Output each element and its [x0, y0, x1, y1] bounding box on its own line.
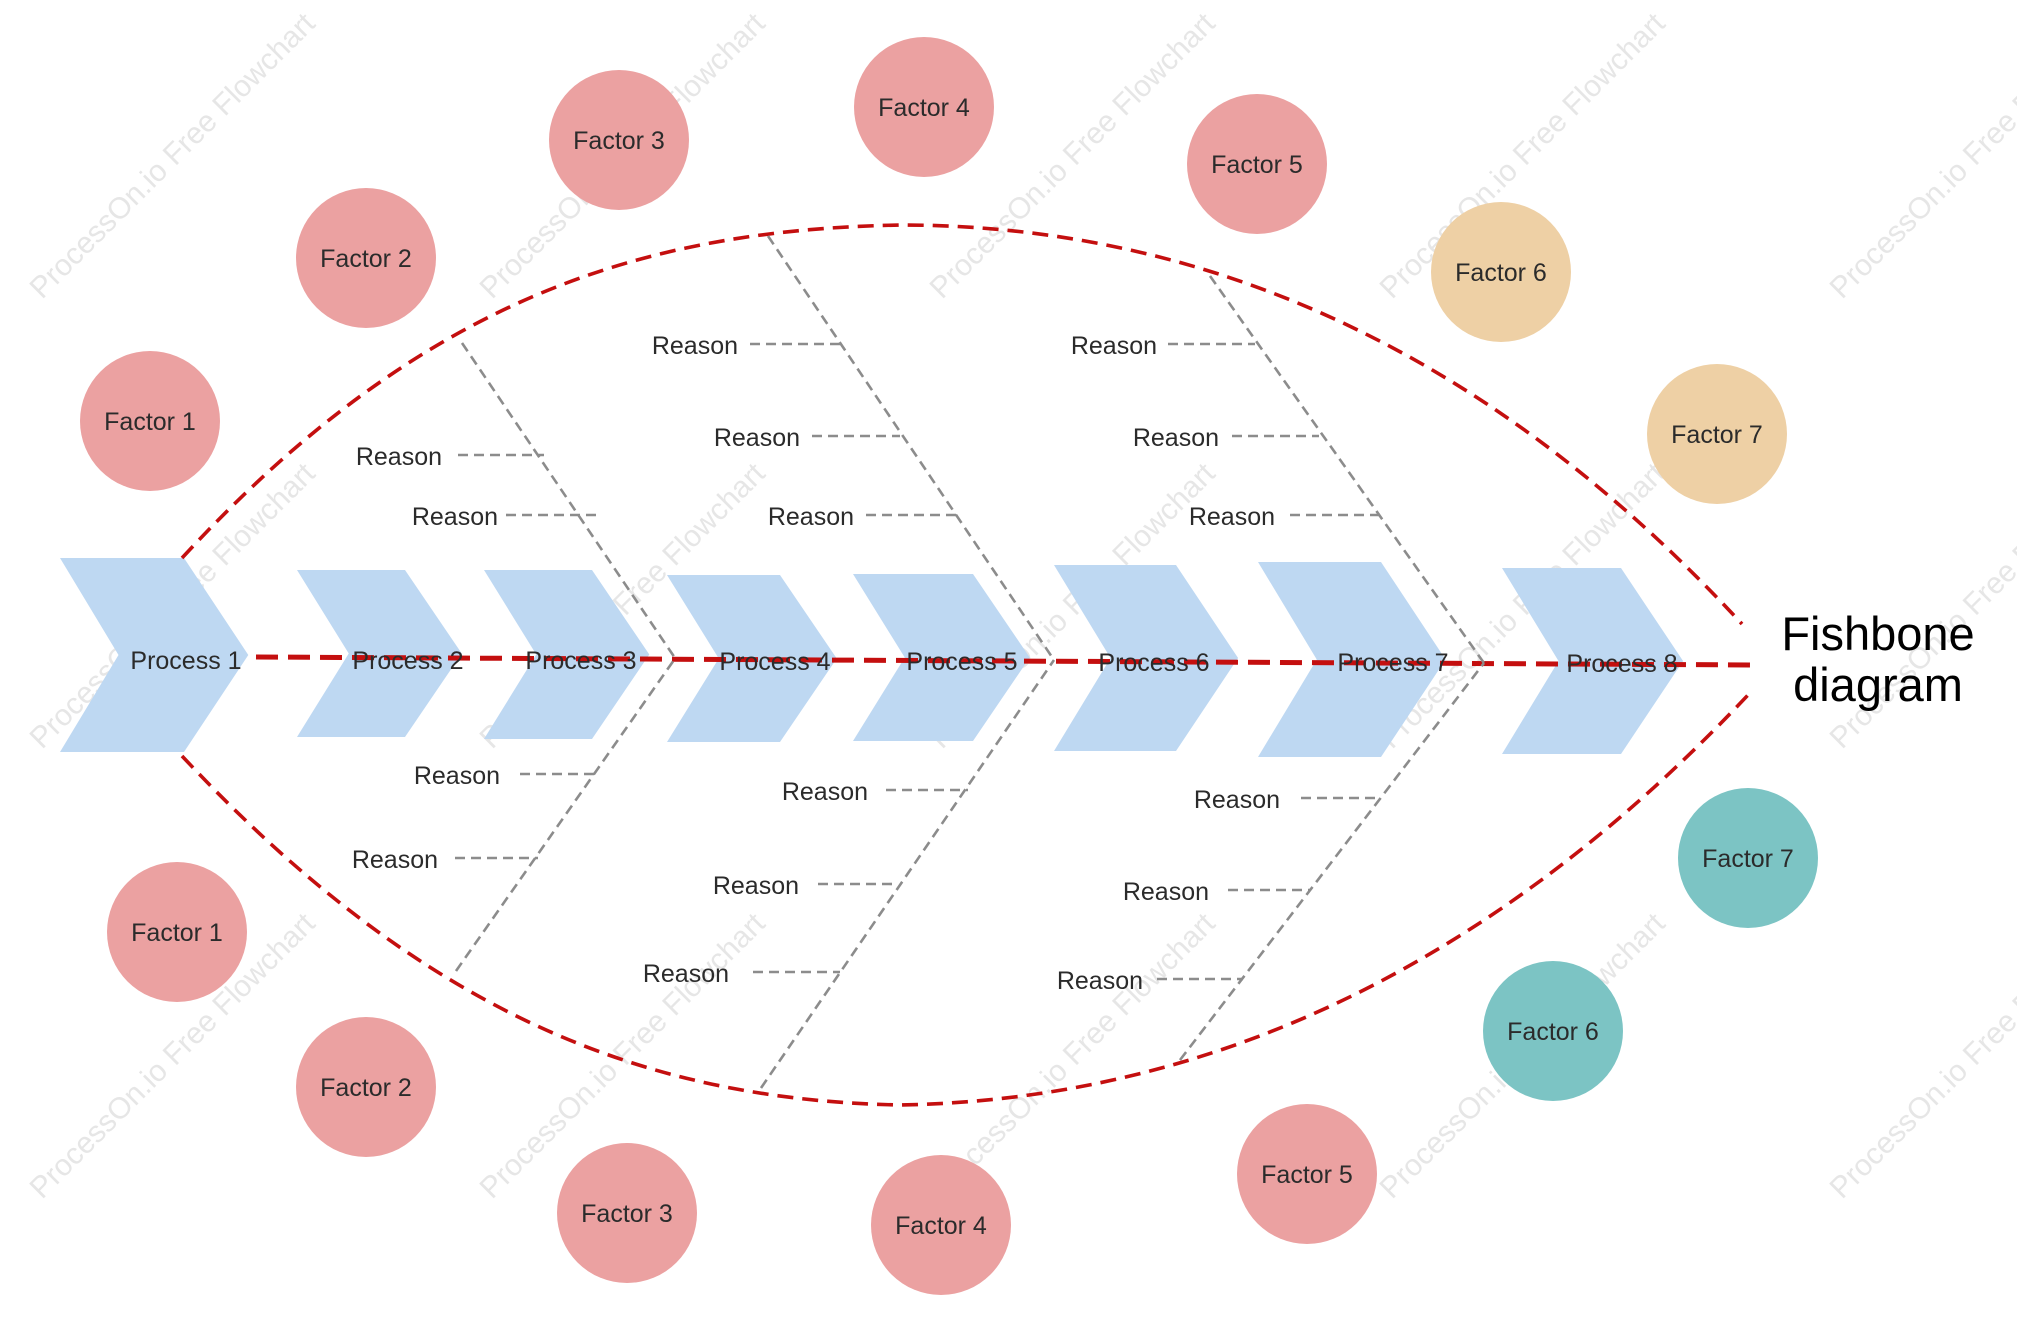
- reason-label: Reason: [356, 443, 442, 471]
- reason-label: Reason: [1123, 878, 1209, 906]
- factor-label: Factor 7: [1671, 421, 1763, 449]
- factor-label: Factor 5: [1211, 151, 1303, 179]
- process-chevron-7: [1258, 562, 1446, 757]
- factor-circle: [296, 1017, 436, 1157]
- process-chevron-1: [60, 558, 249, 752]
- factor-label: Factor 3: [573, 127, 665, 155]
- diagram-title-line-1: Fishbone: [1781, 607, 1974, 660]
- factor-label: Factor 3: [581, 1200, 673, 1228]
- factor-circle: [557, 1143, 697, 1283]
- fish-spine: [255, 654, 1758, 668]
- process-label-6: Process 6: [1098, 649, 1209, 677]
- top-factor-5: Factor 5: [1187, 94, 1327, 234]
- factor-label: Factor 4: [895, 1212, 987, 1240]
- diagram-title-line-2: diagram: [1793, 658, 1963, 711]
- factor-circle: [1431, 202, 1571, 342]
- factor-circle: [80, 351, 220, 491]
- process-labels: Process 1 Process 2 Process 3 Process 4 Proc…: [130, 647, 1677, 678]
- bottom-factor-4: Factor 4: [871, 1155, 1011, 1295]
- reason-label: Reason: [768, 503, 854, 531]
- factor-circle: [1483, 961, 1623, 1101]
- factor-label: Factor 6: [1507, 1018, 1599, 1046]
- process-label-5: Process 5: [906, 648, 1017, 676]
- fish-outline: [180, 223, 1750, 1107]
- reason-label: Reason: [1194, 786, 1280, 814]
- process-chevron-6: [1054, 565, 1239, 751]
- factor-circle: [1678, 788, 1818, 928]
- factor-circle: [854, 37, 994, 177]
- watermark-text: ProcessOn.io Free Flowchart: [24, 6, 322, 304]
- fish-outline-lower: [180, 693, 1750, 1107]
- reason-label: Reason: [1071, 332, 1157, 360]
- watermark-text: ProcessOn.io Free Flowchart: [1824, 906, 2017, 1204]
- reason-label: Reason: [1189, 503, 1275, 531]
- bottom-factor-7: Factor 7: [1678, 788, 1818, 928]
- process-chevron-3: [484, 570, 650, 739]
- top-factor-2: Factor 2: [296, 188, 436, 328]
- reason-label: Reason: [414, 762, 500, 790]
- bone-line-2: [766, 235, 1056, 661]
- process-label-2: Process 2: [352, 647, 463, 675]
- factor-label: Factor 4: [878, 94, 970, 122]
- top-factor-7: Factor 7: [1647, 364, 1787, 504]
- process-chevron-8: [1502, 568, 1684, 754]
- process-label-3: Process 3: [525, 647, 636, 675]
- top-factor-1: Factor 1: [80, 351, 220, 491]
- process-label-1: Process 1: [130, 647, 241, 675]
- process-label-8: Process 8: [1566, 650, 1677, 678]
- watermark-text: ProcessOn.io Free Flowchart: [1824, 6, 2017, 304]
- top-factor-6: Factor 6: [1431, 202, 1571, 342]
- factors: Factor 1 Factor 2 Factor 3 Factor 4 Factor 5…: [80, 37, 1818, 1295]
- reason-label: Reason: [643, 960, 729, 988]
- process-chevron-5: [853, 574, 1030, 741]
- factor-label: Factor 5: [1261, 1161, 1353, 1189]
- bone-line-5: [759, 659, 1056, 1089]
- bottom-factor-6: Factor 6: [1483, 961, 1623, 1101]
- process-label-4: Process 4: [719, 648, 830, 676]
- bottom-factor-2: Factor 2: [296, 1017, 436, 1157]
- reason-label: Reason: [1133, 424, 1219, 452]
- bottom-factor-3: Factor 3: [557, 1143, 697, 1283]
- bottom-factor-1: Factor 1: [107, 862, 247, 1002]
- reason-label: Reason: [652, 332, 738, 360]
- bone-line-6: [1178, 662, 1486, 1061]
- factor-circle: [107, 862, 247, 1002]
- factor-circle: [1237, 1104, 1377, 1244]
- factor-circle: [296, 188, 436, 328]
- reason-label: Reason: [713, 872, 799, 900]
- factor-label: Factor 2: [320, 245, 412, 273]
- watermark-text: ProcessOn.io Free Flowchart: [924, 906, 1222, 1204]
- fish-outline-upper: [180, 223, 1744, 626]
- factor-circle: [1647, 364, 1787, 504]
- factor-label: Factor 1: [131, 919, 223, 947]
- reason-label: Reason: [352, 846, 438, 874]
- process-chevrons: [60, 558, 1684, 757]
- process-label-7: Process 7: [1337, 649, 1448, 677]
- top-factor-3: Factor 3: [549, 70, 689, 210]
- factor-label: Factor 1: [104, 408, 196, 436]
- factor-label: Factor 2: [320, 1074, 412, 1102]
- factor-circle: [549, 70, 689, 210]
- reason-label: Reason: [714, 424, 800, 452]
- factor-circle: [1187, 94, 1327, 234]
- bones: ReasonReasonReasonReasonReasonReasonReas…: [352, 235, 1486, 1089]
- reason-label: Reason: [412, 503, 498, 531]
- bottom-factor-5: Factor 5: [1237, 1104, 1377, 1244]
- factor-label: Factor 6: [1455, 259, 1547, 287]
- reason-label: Reason: [1057, 967, 1143, 995]
- factor-circle: [871, 1155, 1011, 1295]
- top-factor-4: Factor 4: [854, 37, 994, 177]
- factor-label: Factor 7: [1702, 845, 1794, 873]
- process-chevron-2: [297, 570, 462, 737]
- reason-label: Reason: [782, 778, 868, 806]
